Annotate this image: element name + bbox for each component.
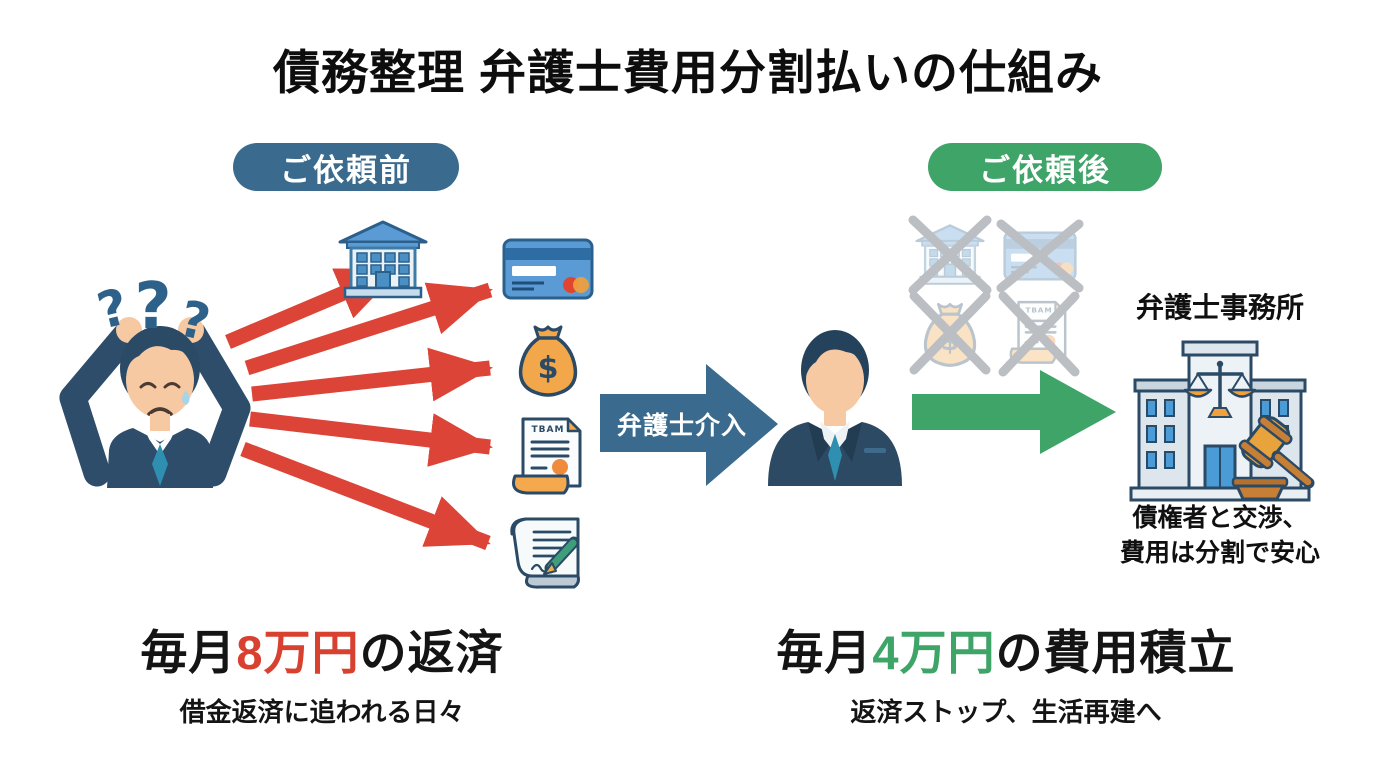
x-mark-icon (909, 291, 991, 375)
green-arrow (912, 370, 1116, 454)
crossed-bill-icon (998, 291, 1080, 377)
after-monthly-amount: 4万円 (872, 626, 996, 679)
after-stat: 毎月4万円の費用積立 返済ストップ、生活再建へ (746, 614, 1266, 729)
law-office-caption: 債権者と交渉、 費用は分割で安心 (1080, 501, 1360, 571)
law-office-label: 弁護士事務所 (1135, 292, 1304, 323)
after-monthly-suffix: の費用積立 (995, 626, 1236, 679)
before-monthly-amount: 8万円 (236, 626, 360, 679)
intervention-arrow-label: 弁護士介入 (616, 412, 747, 440)
bank-icon (338, 220, 428, 300)
law-office-icon (1125, 328, 1315, 506)
caption-line-1: 債権者と交渉、 (1132, 504, 1308, 532)
after-badge: ご依頼後 (928, 143, 1162, 191)
x-mark-icon (908, 215, 992, 295)
red-arrow-to-bag (251, 347, 493, 402)
before-monthly-suffix: の返済 (359, 626, 504, 679)
crossed-bank-icon (908, 215, 992, 295)
before-monthly-heading: 毎月8万円の返済 (62, 614, 582, 683)
after-monthly-heading: 毎月4万円の費用積立 (746, 614, 1266, 683)
x-mark-icon (998, 291, 1080, 377)
after-subtitle: 返済ストップ、生活再建へ (850, 697, 1162, 727)
red-arrow-to-card (244, 282, 493, 376)
contract-icon (502, 512, 590, 590)
before-badge: ご依頼前 (233, 143, 459, 191)
before-subtitle: 借金返済に追われる日々 (179, 697, 465, 727)
calm-person-icon (760, 320, 910, 486)
red-arrow-to-bill (249, 411, 493, 467)
money-bag-icon (512, 320, 584, 398)
red-arrow-to-contract (240, 441, 491, 551)
before-stat: 毎月8万円の返済 借金返済に追われる日々 (62, 614, 582, 729)
before-monthly-prefix: 毎月 (140, 626, 237, 679)
page-title: 債務整理 弁護士費用分割払いの仕組み (272, 46, 1104, 99)
caption-line-2: 費用は分割で安心 (1119, 539, 1320, 567)
credit-card-icon (502, 238, 594, 300)
after-monthly-prefix: 毎月 (776, 626, 873, 679)
crossed-credit-card-icon (996, 219, 1084, 293)
stressed-person-icon (45, 268, 275, 488)
crossed-money-bag-icon (909, 291, 991, 375)
x-mark-icon (996, 219, 1084, 293)
bill-icon (508, 414, 588, 502)
